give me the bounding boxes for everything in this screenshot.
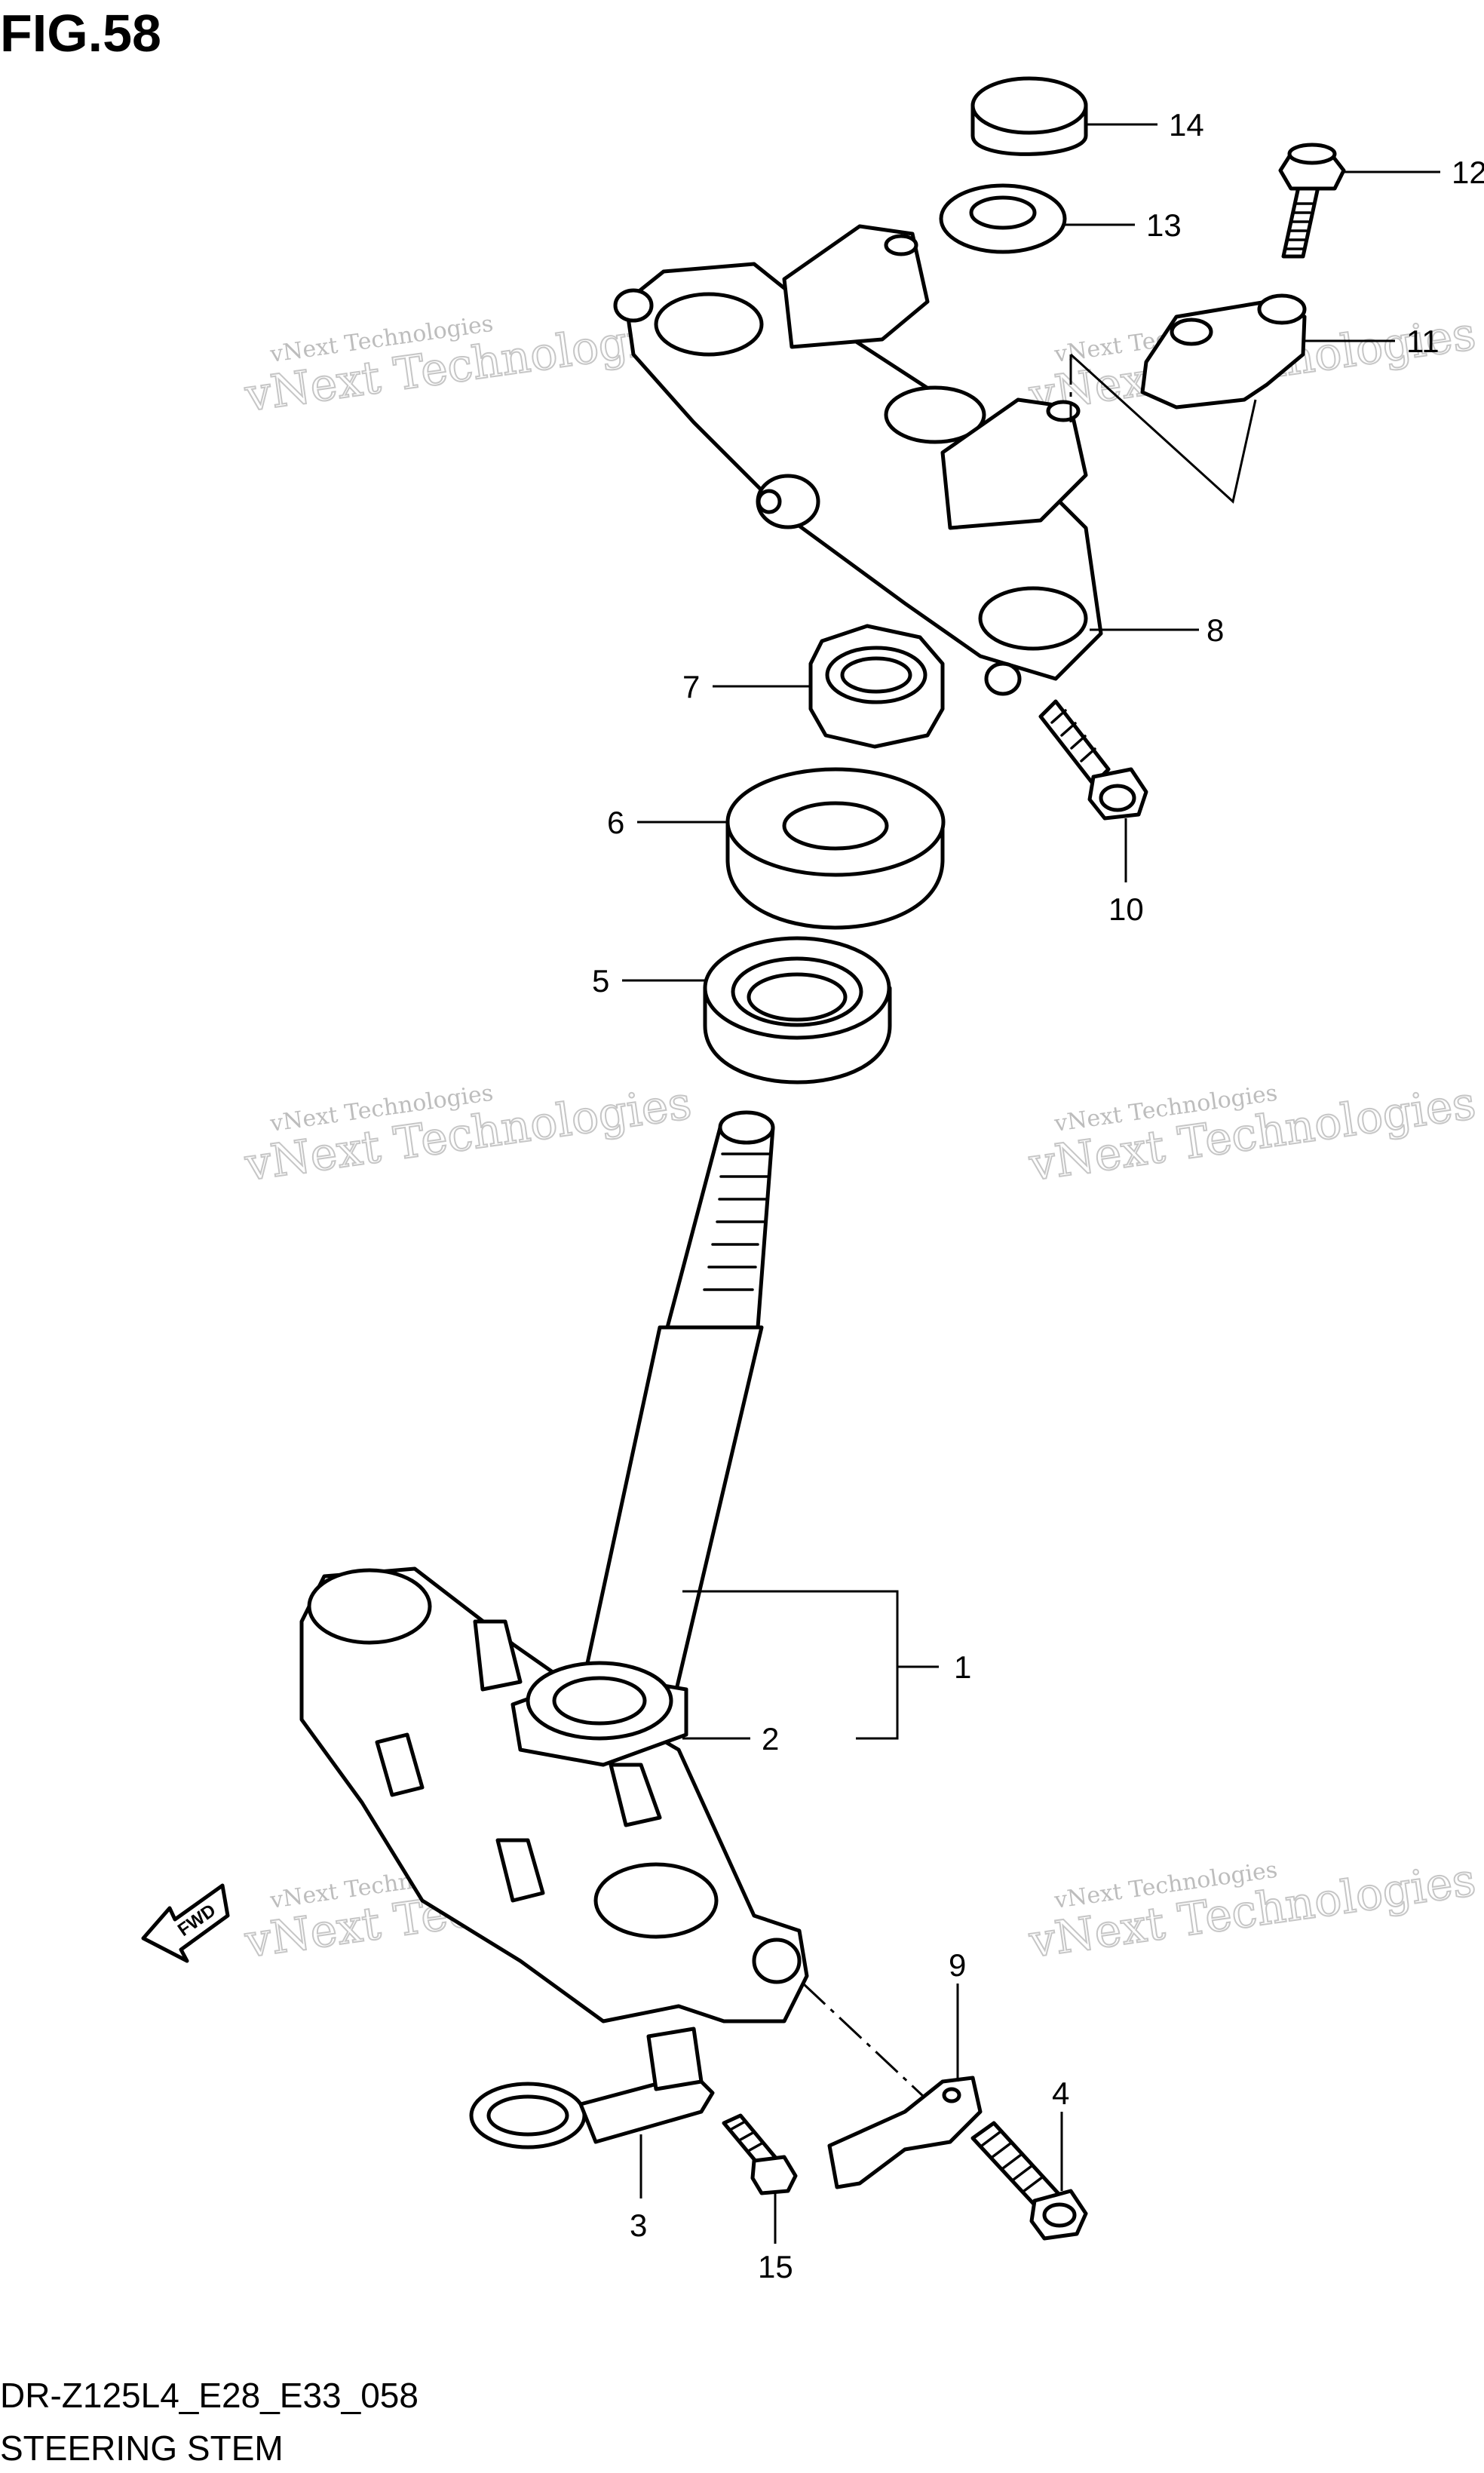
part-15-bolt <box>722 2113 798 2195</box>
fwd-arrow-icon: FWD <box>141 1883 230 1963</box>
callout-7: 7 <box>682 669 700 704</box>
part-6-seal <box>725 767 946 930</box>
callout-8: 8 <box>1207 612 1224 648</box>
leader-lines <box>622 123 1440 2244</box>
callout-3: 3 <box>630 2208 647 2243</box>
part-11-holder <box>1140 293 1307 410</box>
part-4-bolt <box>970 2121 1088 2241</box>
part-14-cap <box>970 76 1088 156</box>
part-10-bolt <box>1038 699 1148 821</box>
callout-numbers: 1 2 3 4 5 6 7 8 9 10 11 12 13 14 15 <box>592 107 1484 2284</box>
part-5-bearing <box>703 936 892 1085</box>
callout-13: 13 <box>1146 207 1182 243</box>
callout-5: 5 <box>592 963 609 999</box>
figure-name: STEERING STEM <box>0 2429 284 2468</box>
callout-15: 15 <box>758 2249 793 2284</box>
part-12-bolt <box>1278 143 1346 259</box>
model-code: DR-Z125L4_E28_E33_058 <box>0 2376 419 2415</box>
part-1-steering-stem <box>299 1110 809 2024</box>
callout-2: 2 <box>762 1721 779 1757</box>
callout-9: 9 <box>949 1947 966 1983</box>
watermark-mid-left: vNext Technologies vNext Technologies <box>241 1076 695 1192</box>
part-7-nut <box>808 624 945 749</box>
callout-4: 4 <box>1052 2076 1069 2111</box>
part-13-washer <box>939 183 1067 254</box>
watermark-mid-right: vNext Technologies vNext Technologies <box>1025 1076 1479 1192</box>
part-9-plate <box>827 2076 983 2189</box>
callout-1: 1 <box>954 1649 971 1685</box>
callout-12: 12 <box>1452 155 1484 190</box>
callout-11: 11 <box>1406 324 1440 359</box>
callout-10: 10 <box>1108 891 1144 927</box>
watermark-bottom-right: vNext Technologies vNext Technologies <box>1025 1853 1479 1969</box>
part-8-upper-bracket <box>613 224 1103 696</box>
callout-6: 6 <box>607 805 624 840</box>
callout-14: 14 <box>1169 107 1204 143</box>
part-3-guide <box>469 2027 715 2149</box>
figure-title: FIG.58 <box>0 4 161 63</box>
